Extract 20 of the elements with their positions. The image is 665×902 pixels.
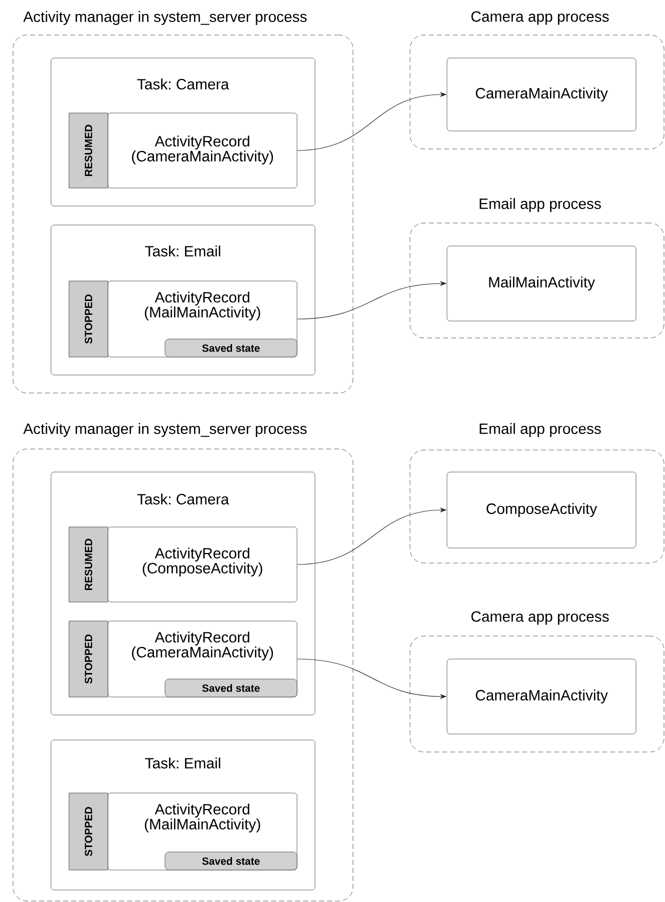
node-label: Camera app process (471, 611, 609, 625)
node-label: Camera app process (471, 11, 609, 25)
activity-box: ComposeActivity (446, 472, 636, 548)
node-label: Email app process (480, 423, 601, 437)
state-tag: STOPPED (68, 792, 108, 870)
activity-record-box: ActivityRecord (ComposeActivity) (108, 526, 298, 602)
node-label: Activity manager in system_server process (23, 11, 307, 25)
saved-state-badge: Saved state (164, 338, 298, 358)
state-tag: STOPPED (68, 280, 108, 358)
activity-record-box: ActivityRecord (CameraMainActivity) (108, 112, 298, 188)
activity-box: CameraMainActivity (446, 658, 636, 734)
saved-state-badge: Saved state (164, 678, 298, 698)
activity-box: MailMainActivity (446, 246, 636, 322)
state-tag: RESUMED (68, 526, 108, 602)
state-tag: RESUMED (68, 112, 108, 188)
node-label: Activity manager in system_server process (23, 423, 307, 437)
activity-box: CameraMainActivity (446, 58, 636, 132)
state-tag: STOPPED (68, 620, 108, 698)
saved-state-badge: Saved state (164, 852, 298, 870)
node-label: Email app process (480, 198, 601, 212)
